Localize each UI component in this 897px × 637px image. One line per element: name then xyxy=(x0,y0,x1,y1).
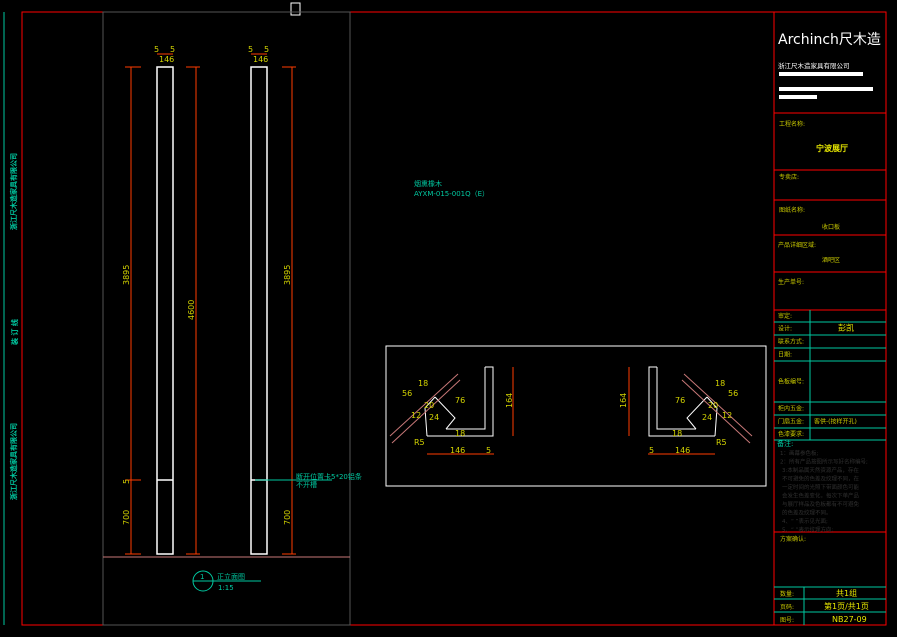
row-label: 日期: xyxy=(778,351,792,359)
row-value: 客供-(按样开孔) xyxy=(814,418,857,426)
page-number: 第1页/共1页 xyxy=(824,601,869,611)
notes: 1：画幕参色板;2：所有产品按图所示写好名称编号;3:本制品属天然资源产品，存在… xyxy=(780,449,868,534)
note-line: 1：画幕参色板; xyxy=(780,449,818,457)
svg-text:5: 5 xyxy=(122,479,131,484)
note-line: 不可避免的色差及纹理不同，在 xyxy=(782,475,860,483)
svg-text:12: 12 xyxy=(411,411,421,420)
svg-text:产品详细区域:: 产品详细区域: xyxy=(778,241,816,249)
note-line: 一定时间的光照下带面颜色可能 xyxy=(782,483,860,491)
cut-note: 断开位置卡5*20铝条 xyxy=(296,472,362,481)
svg-text:76: 76 xyxy=(675,396,685,405)
svg-text:18: 18 xyxy=(715,379,725,388)
svg-text:24: 24 xyxy=(702,413,712,422)
note-line: 的色差及纹理不同。 xyxy=(782,509,832,517)
svg-text:24: 24 xyxy=(429,413,439,422)
material-code: AYXM-015-001Q（E） xyxy=(414,190,489,198)
svg-text:5: 5 xyxy=(248,45,253,54)
side-binding-text: 浙江尺木造家具有限公司 装 订 线 浙江尺木造家具有限公司 xyxy=(9,153,19,500)
svg-text:146: 146 xyxy=(675,446,690,455)
top-marker xyxy=(290,2,301,16)
svg-text:5: 5 xyxy=(486,446,491,455)
panel-right xyxy=(250,66,268,555)
svg-text:图号:: 图号: xyxy=(780,617,794,624)
svg-text:图纸名称:: 图纸名称: xyxy=(779,206,805,214)
row-label: 色漆要求: xyxy=(778,430,804,438)
svg-text:146: 146 xyxy=(159,55,174,64)
drawing-frame xyxy=(21,11,887,626)
note-line: 5、“ ”表示纹理方向; xyxy=(782,526,833,534)
quantity: 共1组 xyxy=(836,588,857,598)
row-label: 设计: xyxy=(778,325,792,333)
svg-text:20: 20 xyxy=(708,401,718,410)
row-value: 彭凯 xyxy=(838,323,854,333)
side-text-top: 浙江尺木造家具有限公司 xyxy=(9,153,18,230)
svg-text:20: 20 xyxy=(424,401,434,410)
svg-text:方案确认:: 方案确认: xyxy=(780,535,806,543)
company-name: 浙江尺木造家具有限公司 xyxy=(778,61,850,70)
svg-text:76: 76 xyxy=(455,396,465,405)
note-line: 2：所有产品按图所示写好名称编号; xyxy=(780,458,868,466)
svg-text:164: 164 xyxy=(505,393,514,408)
side-text-middle: 装 订 线 xyxy=(10,319,19,346)
svg-text:18: 18 xyxy=(418,379,428,388)
svg-text:数量:: 数量: xyxy=(780,590,794,598)
svg-text:R5: R5 xyxy=(414,438,425,447)
row-label: 审定: xyxy=(778,312,792,320)
svg-text:3895: 3895 xyxy=(283,265,292,285)
area-name: 酒吧区 xyxy=(822,256,840,264)
svg-text:工程名称:: 工程名称: xyxy=(779,120,805,128)
svg-text:146: 146 xyxy=(450,446,465,455)
brand-logo: Archinch尺木造 xyxy=(778,32,881,48)
note-line: 4、“ ”表示见光面; xyxy=(782,517,828,525)
svg-text:56: 56 xyxy=(402,389,412,398)
section-detail: 146 5 164 56 18 76 20 24 12 R5 18 146 5 … xyxy=(385,345,767,487)
title-block: Archinch尺木造 浙江尺木造家具有限公司 工程名称: 宁波展厅 专卖店: … xyxy=(773,12,886,625)
note-line: 3:本制品属天然资源产品，存在 xyxy=(782,466,859,474)
svg-text:5: 5 xyxy=(649,446,654,455)
view-title: 正立面图 xyxy=(217,572,245,581)
drawing-name: 收口板 xyxy=(822,223,840,231)
svg-text:5: 5 xyxy=(154,45,159,54)
view-scale: 1:15 xyxy=(218,584,234,592)
svg-text:备注:: 备注: xyxy=(777,439,793,448)
svg-text:164: 164 xyxy=(619,393,628,408)
svg-text:页码:: 页码: xyxy=(780,603,794,611)
svg-text:700: 700 xyxy=(283,510,292,525)
svg-text:4600: 4600 xyxy=(187,300,196,320)
svg-text:18: 18 xyxy=(672,429,682,438)
drawing-number: NB27-09 xyxy=(832,615,867,624)
project-name: 宁波展厅 xyxy=(816,143,848,153)
svg-text:700: 700 xyxy=(122,510,131,525)
svg-text:专卖店:: 专卖店: xyxy=(779,173,799,181)
row-label: 联系方式: xyxy=(778,338,804,346)
material-name: 烟熏橡木 xyxy=(414,179,442,188)
svg-text:12: 12 xyxy=(722,411,732,420)
note-line: 与展厅样品及色板都有不可避免 xyxy=(782,500,860,508)
elevation-view: 146 146 5 5 5 5 3895 4600 3895 700 700 5… xyxy=(102,11,362,626)
row-label: 柜内五金: xyxy=(778,405,804,413)
svg-text:生产单号:: 生产单号: xyxy=(778,278,804,286)
svg-text:3895: 3895 xyxy=(122,265,131,285)
svg-text:18: 18 xyxy=(455,429,465,438)
row-label: 门扇五金: xyxy=(778,418,804,426)
note-line: 会发生色差变化，每次下单产品 xyxy=(782,492,860,500)
panel-left xyxy=(156,66,174,555)
cut-note-2: 不开槽 xyxy=(296,480,317,489)
svg-text:146: 146 xyxy=(253,55,268,64)
svg-text:56: 56 xyxy=(728,389,738,398)
svg-text:1: 1 xyxy=(200,573,204,581)
svg-text:5: 5 xyxy=(170,45,175,54)
side-text-bottom: 浙江尺木造家具有限公司 xyxy=(9,423,18,500)
svg-text:R5: R5 xyxy=(716,438,727,447)
svg-text:5: 5 xyxy=(264,45,269,54)
row-label: 色板编号: xyxy=(778,378,804,386)
